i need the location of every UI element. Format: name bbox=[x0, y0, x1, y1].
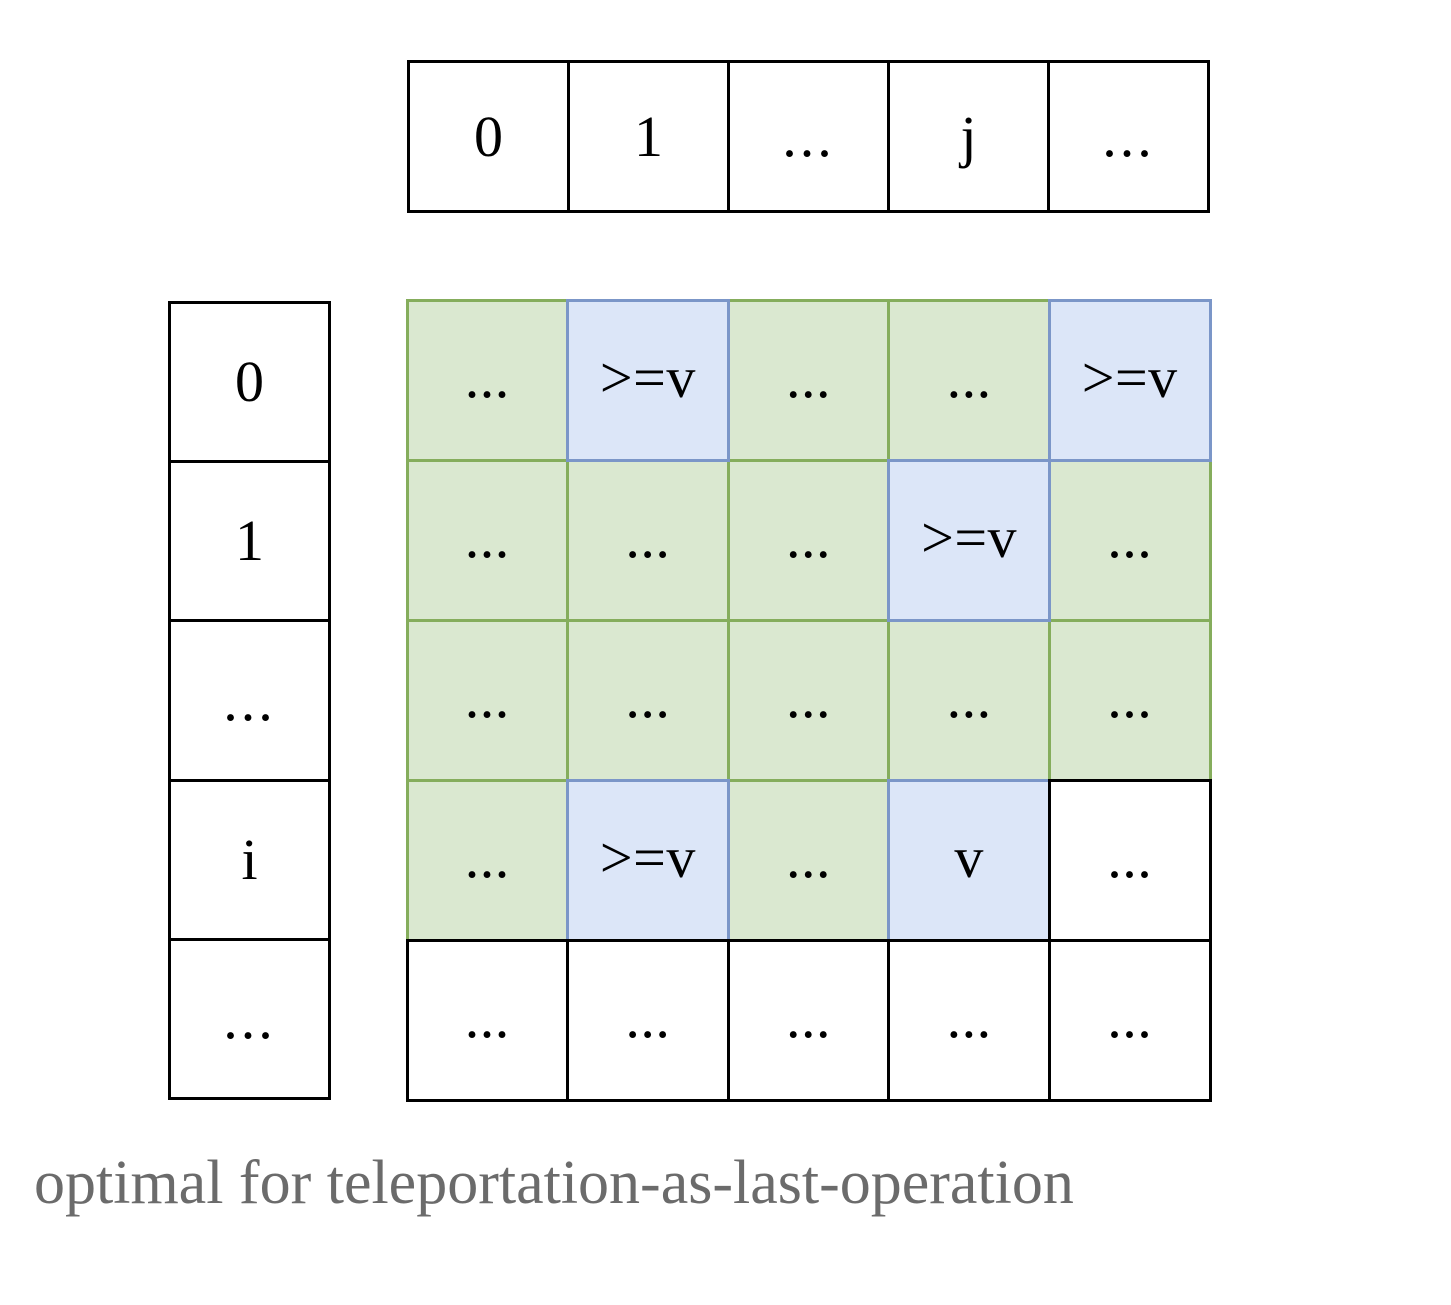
figure-caption: optimal for teleportation-as-last-operat… bbox=[34, 1149, 1074, 1217]
row-header-label: ... bbox=[223, 985, 276, 1051]
matrix-cell: ... bbox=[726, 458, 891, 622]
matrix-cell: ... bbox=[726, 938, 891, 1102]
row-header-cell: ... bbox=[168, 619, 331, 782]
row-header-label: 0 bbox=[235, 349, 264, 415]
matrix-cell-label: ... bbox=[464, 345, 510, 410]
row-header-cell: 1 bbox=[168, 460, 331, 623]
matrix-cell: ... bbox=[887, 298, 1051, 462]
row-header-label: i bbox=[241, 826, 258, 892]
row-header-cell: ... bbox=[168, 937, 331, 1101]
row-header-label: ... bbox=[223, 667, 276, 733]
matrix-cell-label: ... bbox=[1107, 505, 1153, 570]
column-header-label: ... bbox=[782, 103, 835, 169]
matrix-cell: ... bbox=[887, 618, 1051, 782]
matrix-cell-label: ... bbox=[785, 985, 831, 1050]
column-header-label: 1 bbox=[634, 103, 663, 169]
column-header-cell: ... bbox=[727, 60, 890, 213]
matrix-cell-label: v bbox=[954, 825, 984, 890]
matrix-cell-label: ... bbox=[946, 985, 992, 1050]
matrix-cell-label: >=v bbox=[599, 825, 696, 890]
matrix-cell: ... bbox=[887, 938, 1051, 1102]
column-header-label: j bbox=[960, 103, 977, 169]
column-header-label: ... bbox=[1102, 103, 1155, 169]
column-header-cell: j bbox=[887, 60, 1050, 213]
matrix-cell-label: ... bbox=[625, 505, 671, 570]
matrix-cell: >=v bbox=[887, 458, 1051, 622]
matrix-cell-label: ... bbox=[946, 345, 992, 410]
matrix-cell: ... bbox=[405, 778, 570, 942]
matrix-cell: ... bbox=[566, 458, 730, 622]
matrix-cell-label: ... bbox=[464, 985, 510, 1050]
row-header-label: 1 bbox=[235, 508, 264, 574]
column-header-cell: ... bbox=[1047, 60, 1210, 213]
matrix-cell: v bbox=[887, 778, 1051, 942]
matrix-cell-label: ... bbox=[785, 505, 831, 570]
matrix-cell: ... bbox=[1047, 938, 1212, 1102]
matrix-grid: ... >=v...... >=v......... >=v.............… bbox=[405, 298, 1212, 1102]
matrix-cell: ... bbox=[726, 778, 891, 942]
matrix-cell-label: ... bbox=[1107, 665, 1153, 730]
matrix-cell-label: ... bbox=[785, 345, 831, 410]
matrix-cell-label: ... bbox=[625, 985, 671, 1050]
matrix-cell-label: ... bbox=[625, 665, 671, 730]
matrix-cell-label: ... bbox=[464, 665, 510, 730]
row-header-column: 0 1... i... bbox=[168, 301, 331, 1101]
matrix-cell-label: ... bbox=[1107, 985, 1153, 1050]
matrix-cell: ... bbox=[726, 618, 891, 782]
column-header-label: 0 bbox=[474, 103, 503, 169]
matrix-cell: ... bbox=[566, 618, 730, 782]
column-header-row: 0 1... j... bbox=[407, 60, 1210, 213]
matrix-cell: ... bbox=[405, 618, 570, 782]
row-header-cell: i bbox=[168, 778, 331, 941]
matrix-cell: ... bbox=[405, 298, 570, 462]
matrix-cell-label: ... bbox=[464, 825, 510, 890]
matrix-cell: ... bbox=[405, 458, 570, 622]
matrix-cell: >=v bbox=[566, 298, 730, 462]
matrix-cell: ... bbox=[1047, 458, 1212, 622]
matrix-cell: ... bbox=[726, 298, 891, 462]
matrix-cell: >=v bbox=[566, 778, 730, 942]
matrix-cell: ... bbox=[405, 938, 570, 1102]
column-header-cell: 0 bbox=[407, 60, 570, 213]
matrix-cell-label: >=v bbox=[921, 505, 1018, 570]
matrix-cell-label: ... bbox=[946, 665, 992, 730]
matrix-cell-label: ... bbox=[464, 505, 510, 570]
matrix-cell-label: ... bbox=[785, 665, 831, 730]
matrix-cell-label: >=v bbox=[599, 345, 696, 410]
matrix-cell: >=v bbox=[1047, 298, 1212, 462]
matrix-cell: ... bbox=[1047, 778, 1212, 942]
matrix-cell-label: >=v bbox=[1081, 345, 1178, 410]
row-header-cell: 0 bbox=[168, 301, 331, 464]
matrix-cell: ... bbox=[1047, 618, 1212, 782]
matrix-cell-label: ... bbox=[785, 825, 831, 890]
column-header-cell: 1 bbox=[567, 60, 730, 213]
matrix-cell-label: ... bbox=[1107, 825, 1153, 890]
matrix-cell: ... bbox=[566, 938, 730, 1102]
